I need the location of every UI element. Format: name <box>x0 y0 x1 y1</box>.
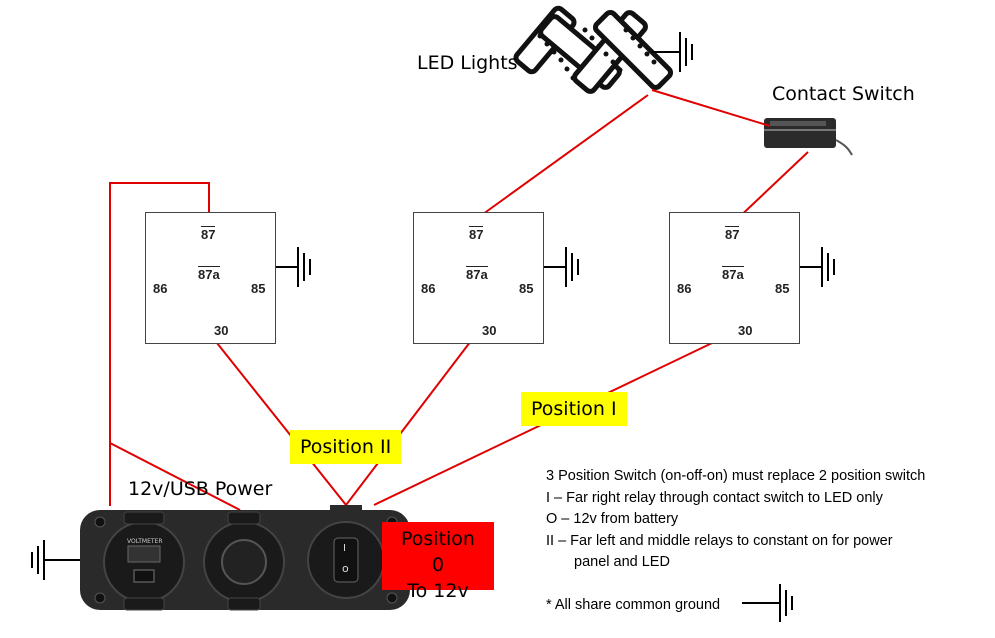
led-lights-label: LED Lights <box>417 52 518 74</box>
switch-notes: 3 Position Switch (on-off-on) must repla… <box>546 466 925 616</box>
contact-switch-label: Contact Switch <box>772 83 915 105</box>
note-line-3: O – 12v from battery <box>546 511 679 527</box>
relay-pin-87: 87 <box>725 226 740 242</box>
switch-off-label: o <box>342 562 349 575</box>
relay-pin-85: 85 <box>519 281 534 296</box>
led-ground-icon <box>652 32 693 72</box>
relay-pin-30: 30 <box>214 323 229 338</box>
relay-pin-87: 87 <box>469 226 484 242</box>
panel-ground-icon <box>31 540 80 580</box>
note-line-4: II – Far left and middle relays to const… <box>546 532 893 549</box>
relay-pin-86: 86 <box>421 281 436 296</box>
position-0-line1: Position 0 <box>401 528 475 576</box>
contact-switch-icon <box>764 118 853 156</box>
common-ground-icon <box>742 584 793 622</box>
relay-pin-87a: 87a <box>466 266 488 282</box>
relay-pin-87a: 87a <box>722 266 744 282</box>
note-line-6: * All share common ground <box>546 596 721 613</box>
relay-pin-86: 86 <box>677 281 692 296</box>
power-panel-label: 12v/USB Power <box>128 478 273 500</box>
position-2-tag: Position II <box>290 430 402 464</box>
position-1-tag: Position I <box>521 392 627 426</box>
relay-pin-30: 30 <box>738 323 753 338</box>
power-panel-icon <box>80 505 410 611</box>
relay-pin-87a: 87a <box>198 266 220 282</box>
relay-pin-85: 85 <box>251 281 266 296</box>
relay-pin-86: 86 <box>153 281 168 296</box>
note-line-5: panel and LED <box>574 554 670 570</box>
switch-on-label: I <box>343 543 346 554</box>
led-lights-icon <box>513 5 674 94</box>
relay-right: 87 87a 86 85 30 <box>669 212 800 344</box>
relay-pin-30: 30 <box>482 323 497 338</box>
note-line-1: 3 Position Switch (on-off-on) must repla… <box>546 468 926 484</box>
relay-pin-87: 87 <box>201 226 216 242</box>
voltmeter-label: VOLTMETER <box>127 538 163 545</box>
relay-left: 87 87a 86 85 30 <box>145 212 276 344</box>
relay-middle: 87 87a 86 85 30 <box>413 212 544 344</box>
relay-pin-85: 85 <box>775 281 790 296</box>
position-0-tag: Position 0 To 12v <box>382 522 494 602</box>
position-0-line2: To 12v <box>407 580 469 602</box>
note-line-2: I – Far right relay through contact swit… <box>546 489 883 506</box>
